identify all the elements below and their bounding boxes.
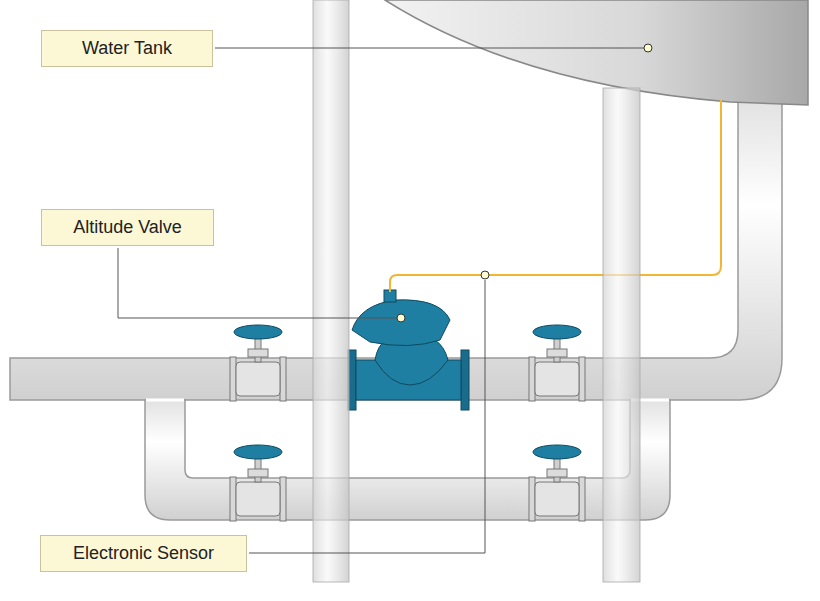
leader-lines: [118, 48, 644, 553]
callout-label: Water Tank: [82, 38, 172, 59]
callout-label: Altitude Valve: [73, 217, 182, 238]
gate-valve-part: [230, 477, 236, 521]
callout-box: Water Tank: [41, 30, 213, 67]
gate-valve-part: [547, 469, 567, 477]
gate-valve-part: [248, 349, 268, 357]
callout-box: Electronic Sensor: [40, 535, 247, 572]
sensor-wire: [390, 100, 721, 292]
gate-valve-part: [280, 357, 286, 401]
gate-valve-part: [529, 477, 535, 521]
pipe-joint: [146, 399, 184, 402]
leader-dots: [397, 44, 652, 322]
gate-valve-part: [236, 362, 280, 396]
gate-valve-part: [547, 349, 567, 357]
gate-valves: [230, 325, 585, 521]
gate-valve-part: [248, 469, 268, 477]
gate-valve-part: [579, 477, 585, 521]
callout-label: Electronic Sensor: [73, 543, 214, 564]
gate-valve-part: [579, 357, 585, 401]
support-column: [603, 88, 640, 582]
gate-valve-part: [230, 357, 236, 401]
gate-valve-part: [280, 477, 286, 521]
gate-valve-part: [533, 445, 581, 459]
gate-valve-part: [533, 325, 581, 339]
gate-valve-part: [535, 482, 579, 516]
altitude-valve: [348, 290, 469, 410]
gate-valve-part: [236, 482, 280, 516]
gate-valve-part: [234, 325, 282, 339]
callout-box: Altitude Valve: [41, 209, 214, 246]
bypass-pipe: [145, 400, 670, 520]
main-pipe: [10, 100, 782, 400]
water-tank: [385, 0, 808, 105]
gate-valve-part: [535, 362, 579, 396]
gate-valve-part: [529, 357, 535, 401]
support-column: [313, 0, 349, 582]
gate-valve-part: [234, 445, 282, 459]
